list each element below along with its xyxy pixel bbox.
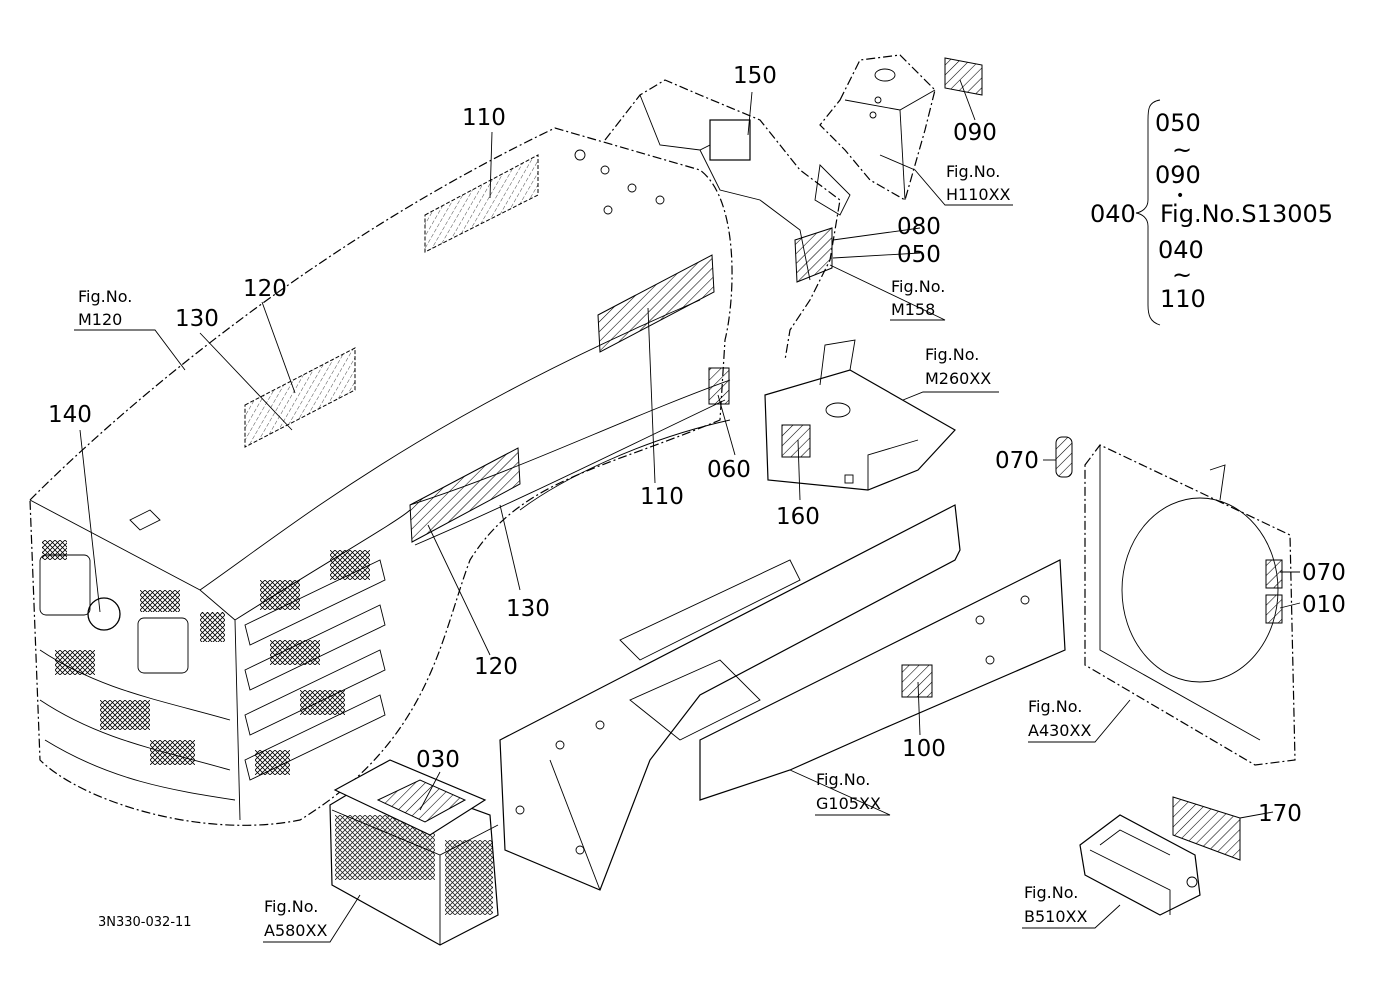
- label-150: 150: [733, 63, 777, 89]
- fig-m158-code: M158: [891, 300, 935, 319]
- front-frame: [499, 504, 1066, 891]
- fig-g105-code: G105XX: [816, 794, 881, 813]
- fig-m260-code: M260XX: [925, 369, 991, 388]
- figure-references: Fig.No. H110XX Fig.No. M120 Fig.No. M158…: [78, 162, 1091, 940]
- note-range1-tilde: ~: [1172, 136, 1192, 164]
- note-range2-start: 040: [1158, 236, 1204, 264]
- label-010: 010: [1302, 592, 1346, 618]
- label-160: 160: [776, 504, 820, 530]
- decal-080-050: [794, 227, 833, 283]
- radiator-shroud: [1055, 436, 1296, 766]
- support-bracket: [764, 339, 956, 491]
- front-grille: [39, 509, 236, 801]
- label-120-bot: 120: [474, 654, 518, 680]
- decal-070-left: [1055, 436, 1073, 478]
- label-100: 100: [902, 736, 946, 762]
- label-070-left: 070: [995, 448, 1039, 474]
- decal-160: [781, 424, 811, 458]
- drawing-code: 3N330-032-11: [98, 915, 192, 930]
- label-070-right: 070: [1302, 560, 1346, 586]
- bonnet-latch: [819, 54, 983, 201]
- decal-060: [708, 367, 730, 405]
- label-110-mid: 110: [640, 484, 684, 510]
- decal-120-top: [244, 347, 356, 448]
- label-140: 140: [48, 402, 92, 428]
- label-110-top: 110: [462, 105, 506, 131]
- note-from: 040: [1090, 200, 1136, 228]
- decal-110-top: [424, 154, 539, 253]
- label-120-top: 120: [243, 276, 287, 302]
- decal-070-right: [1265, 559, 1283, 589]
- range-note: 040 050 ~ 090 • Fig.No.S13005 040 ~ 110: [1090, 99, 1333, 326]
- fig-h110-prefix: Fig.No.: [946, 162, 1000, 181]
- note-range1-start: 050: [1155, 109, 1201, 137]
- fig-h110-code: H110XX: [946, 185, 1011, 204]
- decal-120-side: [409, 447, 521, 543]
- decal-030: [376, 779, 467, 823]
- label-030: 030: [416, 747, 460, 773]
- note-figure: Fig.No.S13005: [1160, 200, 1333, 228]
- bonnet-support: [604, 79, 851, 361]
- fig-m158-prefix: Fig.No.: [891, 277, 945, 296]
- fig-a580-code: A580XX: [264, 921, 327, 940]
- decal-090: [944, 57, 983, 96]
- label-170: 170: [1258, 801, 1302, 827]
- decal-170: [1172, 796, 1241, 861]
- label-090: 090: [953, 120, 997, 146]
- decal-010: [1265, 594, 1283, 624]
- fig-m260-prefix: Fig.No.: [925, 345, 979, 364]
- label-060: 060: [707, 457, 751, 483]
- fig-m120-prefix: Fig.No.: [78, 287, 132, 306]
- side-louvers: [244, 550, 386, 781]
- note-range1-end: 090: [1155, 161, 1201, 189]
- fig-b510-prefix: Fig.No.: [1024, 883, 1078, 902]
- fig-a580-prefix: Fig.No.: [264, 897, 318, 916]
- battery-clamp: [1079, 796, 1241, 916]
- fig-a430-code: A430XX: [1028, 721, 1091, 740]
- note-range2-end: 110: [1160, 285, 1206, 313]
- fig-m120-code: M120: [78, 310, 122, 329]
- bonnet-assembly: [29, 127, 733, 826]
- note-separator: •: [1176, 188, 1184, 204]
- battery: [329, 759, 499, 946]
- label-050: 050: [897, 242, 941, 268]
- fig-b510-code: B510XX: [1024, 907, 1087, 926]
- fig-g105-prefix: Fig.No.: [816, 770, 870, 789]
- decal-100: [901, 664, 933, 698]
- label-130-top: 130: [175, 306, 219, 332]
- part-labels: 150 090 110 120 130 140 080 050 110 060 …: [48, 63, 1346, 827]
- label-130-bot: 130: [506, 596, 550, 622]
- note-range2-tilde: ~: [1172, 261, 1192, 289]
- decal-110-side: [597, 254, 715, 353]
- leader-lines: [74, 79, 1301, 943]
- label-080: 080: [897, 214, 941, 240]
- fig-a430-prefix: Fig.No.: [1028, 697, 1082, 716]
